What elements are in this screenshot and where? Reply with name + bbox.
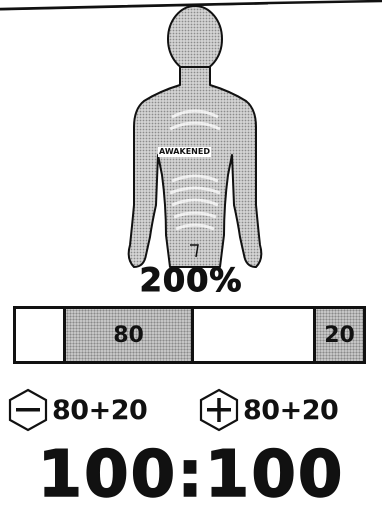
awakened-label: AWAKENED xyxy=(158,147,211,157)
minus-hexagon-icon xyxy=(6,388,50,432)
operations-row: 80+20 80+20 xyxy=(0,388,382,432)
plus-hexagon-icon xyxy=(197,388,241,432)
bar-segment-left: 80 xyxy=(66,309,194,361)
minus-operation-text: 80+20 xyxy=(52,395,147,426)
multiplier-text: 200% xyxy=(0,262,382,298)
bar-left-value: 80 xyxy=(66,309,191,361)
bar-segment-empty-middle xyxy=(194,309,316,361)
body-figure xyxy=(100,5,290,275)
plus-operation-text: 80+20 xyxy=(243,395,338,426)
minus-operation: 80+20 xyxy=(6,388,147,432)
bar-right-value: 20 xyxy=(316,309,363,361)
figure-head xyxy=(168,6,222,72)
bar-segment-empty-left xyxy=(16,309,66,361)
score-text: 100:100 xyxy=(0,437,382,513)
bar-segment-right: 20 xyxy=(316,309,363,361)
figure-body xyxy=(129,67,262,267)
split-bar: 80 20 xyxy=(13,306,366,364)
plus-operation: 80+20 xyxy=(197,388,338,432)
